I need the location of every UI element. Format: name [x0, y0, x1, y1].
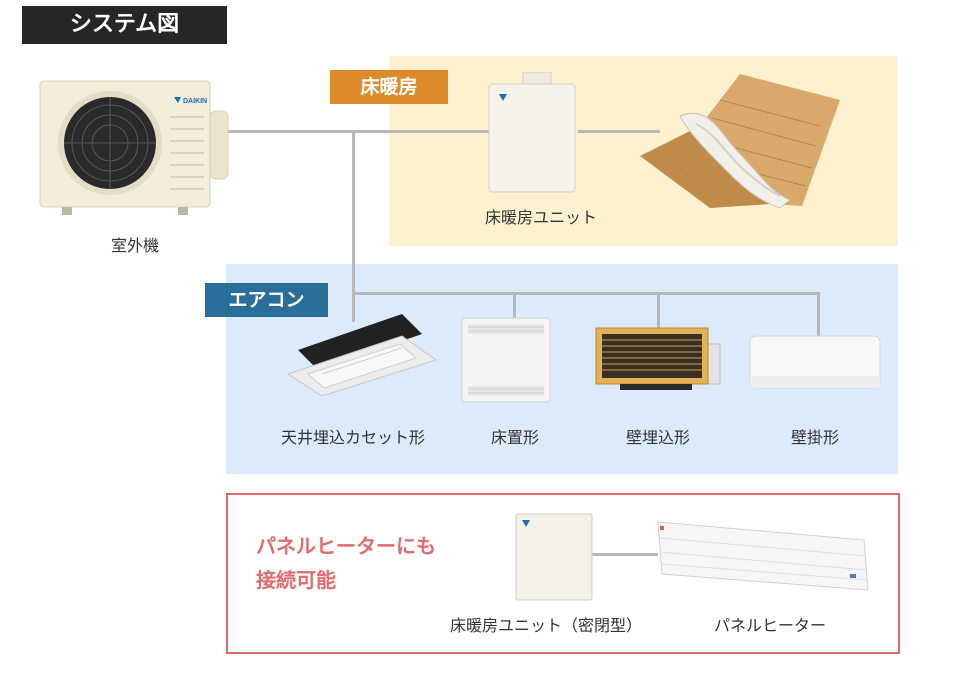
sealed-floor-heating-unit-image — [514, 512, 594, 602]
wall-embedded-unit-image — [594, 324, 722, 392]
floor-heating-unit-caption: 床暖房ユニット — [484, 208, 597, 227]
connector-drop-wall-embedded — [657, 292, 660, 328]
connector-panel — [592, 553, 658, 556]
panel-heater-image — [654, 518, 874, 592]
connector-drop-floor-standing — [513, 292, 516, 318]
wall-mounted-unit-image — [748, 334, 882, 390]
panel-heater-caption: パネルヒーター — [713, 616, 826, 635]
daikin-mark-icon — [499, 94, 507, 101]
floor-standing-caption: 床置形 — [490, 428, 539, 447]
ceiling-cassette-image — [282, 312, 440, 396]
connector-drop-wall-mounted — [817, 292, 820, 336]
daikin-mark-icon — [522, 520, 530, 527]
aircon-label: エアコン — [205, 283, 328, 317]
daikin-logo: DAIKIN — [183, 98, 207, 105]
connector-drop-cassette — [352, 292, 355, 322]
floor-heating-unit-image — [487, 72, 579, 194]
panel-heater-callout: パネルヒーターにも 接続可能 — [256, 529, 436, 597]
wall-mounted-caption: 壁掛形 — [790, 428, 839, 447]
callout-line-2: 接続可能 — [256, 568, 336, 592]
connector-main-horizontal — [228, 130, 496, 133]
outdoor-unit-image: DAIKIN — [38, 77, 230, 217]
floor-heating-label: 床暖房 — [330, 70, 448, 104]
connector-ac-horizontal — [352, 292, 820, 295]
floor-standing-unit-image — [460, 316, 552, 404]
connector-unit-to-floor — [578, 130, 660, 133]
outdoor-unit-caption: 室外機 — [110, 236, 159, 255]
sealed-unit-caption: 床暖房ユニット（密閉型） — [449, 616, 642, 635]
callout-line-1: パネルヒーターにも — [256, 534, 436, 558]
connector-main-vertical — [352, 130, 355, 294]
floor-panel-image — [640, 74, 840, 208]
wall-embedded-caption: 壁埋込形 — [625, 428, 690, 447]
diagram-title: システム図 — [22, 6, 227, 44]
ceiling-cassette-caption: 天井埋込カセット形 — [280, 428, 425, 447]
